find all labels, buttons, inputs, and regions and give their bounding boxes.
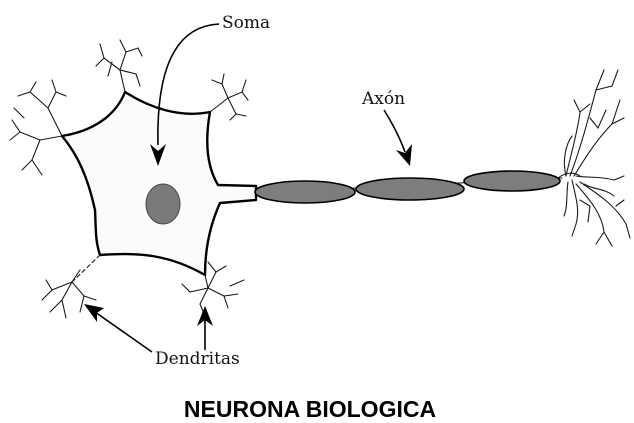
dendrites-bottom-left <box>42 270 96 318</box>
dendrites-top <box>96 40 142 86</box>
dendrites-label: Dendritas <box>155 349 240 369</box>
dendrites-top-right <box>212 74 248 120</box>
myelin-sheath <box>255 171 560 203</box>
axon-arrow <box>384 110 405 152</box>
dendrite-arrow-left <box>95 312 152 352</box>
diagram-title: NEURONA BIOLOGICA <box>184 396 436 422</box>
nucleus <box>146 184 180 224</box>
myelin-segment <box>464 171 560 191</box>
myelin-segment <box>356 178 464 200</box>
axon-terminal <box>558 70 630 246</box>
axon-label: Axón <box>361 89 405 109</box>
soma-label: Soma <box>222 13 270 33</box>
dendrite-arrowhead-left <box>84 304 104 322</box>
myelin-segment <box>255 181 355 203</box>
dendrites-bottom-center <box>182 262 244 314</box>
